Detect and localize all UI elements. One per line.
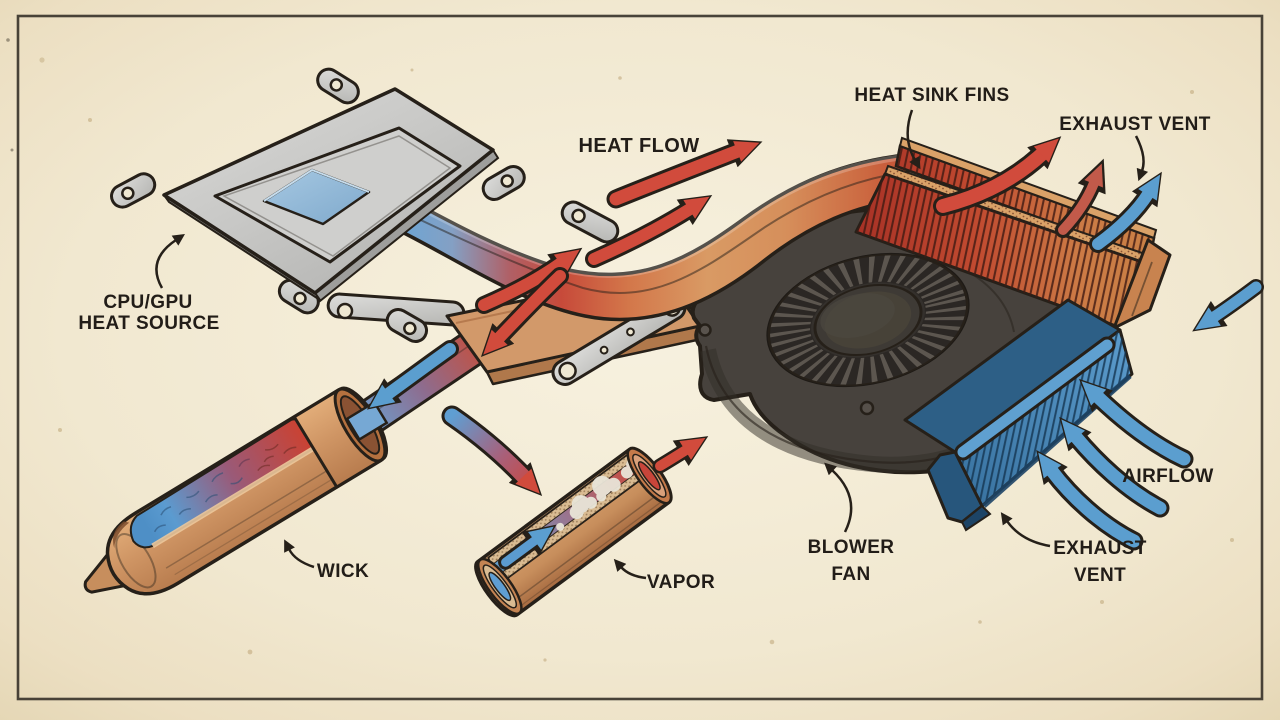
pointer-heat-sink-fins [906,109,921,170]
label-blower-fan-line1: BLOWER [808,537,895,558]
labels: HEAT SINK FINS EXHAUST VENT HEAT FLOW CP… [78,85,1213,593]
pointer-exhaust-vent-bottom [1000,512,1051,548]
heat-pipe-vapor-cutaway [474,446,673,618]
vapor-clouds [542,459,637,534]
pointer-exhaust-vent-top [1134,135,1149,182]
fan-ear-hole [698,323,712,337]
vapor-inlet-arrow [444,408,540,494]
exhaust-heat-arrow-1 [936,138,1059,213]
label-wick: WICK [317,561,369,582]
heat-flow-arrow-1 [609,141,760,206]
pointer-cpu-gpu [155,234,185,289]
label-blower-fan-line2: FAN [831,564,870,585]
airflow-arrow-1 [1081,381,1191,466]
fan-screw-boss [859,400,875,416]
label-vapor: VAPOR [647,572,715,593]
vapor-outlet-arrow [655,437,706,471]
wick-texture [153,443,297,533]
exhaust-vent-heatsink [903,298,1134,532]
airflow-arrow-2 [1061,419,1167,515]
heat-flow-arrow-2 [588,196,710,265]
label-cpu-gpu-line1: CPU/GPU [103,292,192,313]
flow-arrows [366,136,1264,551]
label-heat-flow: HEAT FLOW [579,135,700,157]
plate-mounting-tabs [110,67,526,343]
return-heat-arrow [483,270,566,355]
heat-sink-fins [854,136,1172,330]
label-exhaust-vent-bottom-line1: EXHAUST [1053,538,1147,559]
heat-flow-arrow-3 [478,249,580,311]
fins-end-cap [1112,238,1172,330]
vapor-flow-arrow [501,526,554,567]
fan-impeller [766,252,970,388]
paper-speckles [6,38,1234,662]
exhaust-air-arrow [1092,174,1161,250]
return-liquid-arrow [369,343,456,408]
label-exhaust-vent-top: EXHAUST VENT [1059,114,1211,135]
pointer-blower-fan [824,462,853,533]
frame-border [16,14,1264,701]
exhaust-heat-arrow-2 [1058,163,1103,235]
airflow-arrow-3 [1038,452,1141,548]
heat-pipe-wick-cutaway [83,386,389,596]
pointer-vapor [613,558,647,580]
label-heat-sink-fins: HEAT SINK FINS [854,85,1009,106]
label-cpu-gpu-line2: HEAT SOURCE [78,313,219,334]
label-airflow: AIRFLOW [1122,466,1213,487]
cpu-gpu-heat-source-plate [110,67,526,343]
pointer-wick [284,539,315,569]
airflow-arrow-4 [1194,281,1262,330]
label-exhaust-vent-bottom-line2: VENT [1074,565,1126,586]
label-pointers [155,109,1149,580]
